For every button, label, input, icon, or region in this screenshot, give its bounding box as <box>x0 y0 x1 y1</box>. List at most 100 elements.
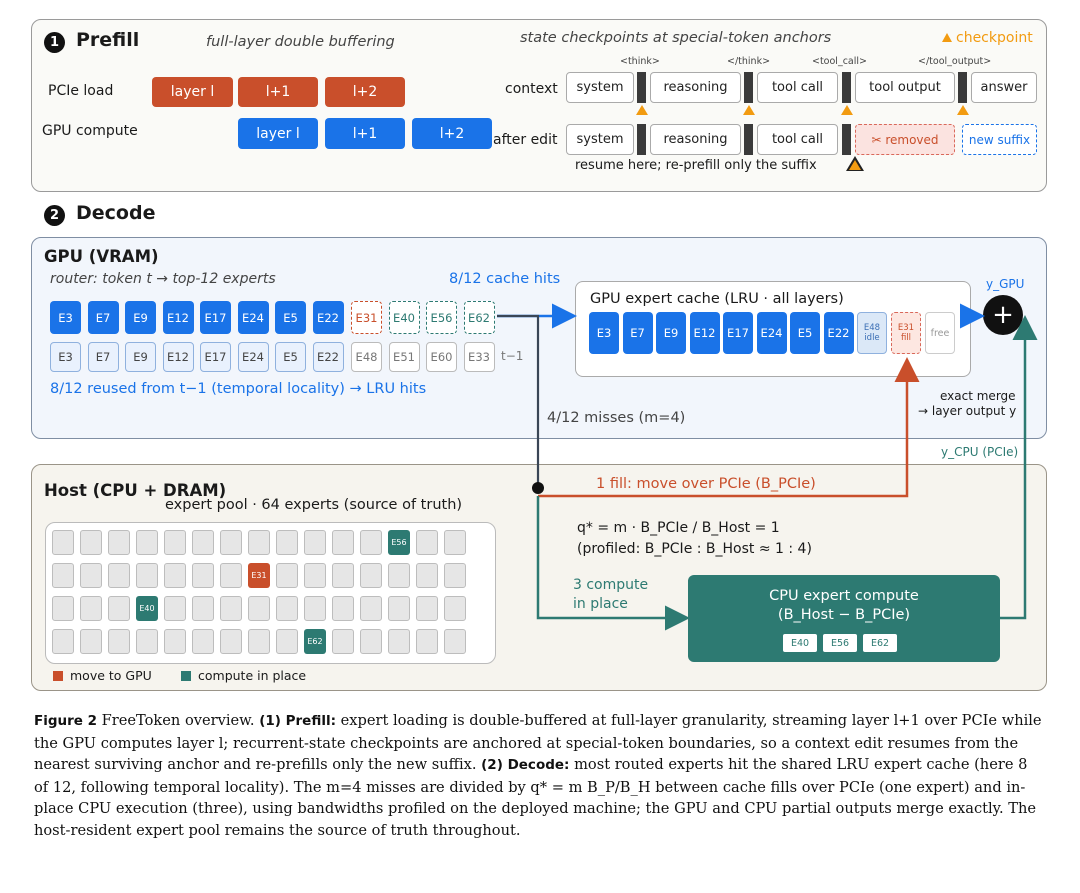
prev-other-expert-1: E51 <box>388 342 420 372</box>
pool-cell <box>108 563 130 588</box>
legend-move-swatch <box>53 671 63 681</box>
pool-cell <box>80 596 102 621</box>
pool-cell <box>220 596 242 621</box>
merge-note-2: → layer output y <box>918 404 1017 418</box>
cache-idle-label: E48 idle <box>863 323 881 343</box>
pool-cell-highlight: E56 <box>388 530 410 555</box>
cache-fill-label: E31 fill <box>897 323 915 343</box>
pool-cell <box>388 563 410 588</box>
reuse-note: 8/12 reused from t−1 (temporal locality)… <box>50 381 427 397</box>
gpu-block-2: l+2 <box>412 118 492 149</box>
cpu-compute-title-1: CPU expert compute <box>769 588 919 604</box>
checkpoint-legend-label: checkpoint <box>956 30 1033 46</box>
pool-cell <box>360 629 382 654</box>
cache-expert-6: E5 <box>790 312 820 354</box>
caption-decode-text: most routed experts hit the shared LRU e… <box>34 756 1037 839</box>
pool-cell <box>192 563 214 588</box>
checkpoint-icon-0 <box>636 105 648 115</box>
routed-hot-expert-4: E17 <box>200 301 231 334</box>
fill-note: 1 fill: move over PCIe (B_PCIe) <box>596 476 816 492</box>
caption-decode-head: (2) Decode: <box>481 757 570 773</box>
routed-hot-expert-1: E7 <box>87 301 119 334</box>
y-gpu-label: y_GPU <box>986 277 1025 291</box>
context-seg-tooloutput: tool output <box>855 72 955 103</box>
legend-move-label: move to GPU <box>70 668 152 683</box>
pool-cell <box>164 563 186 588</box>
cache-hits-note: 8/12 cache hits <box>449 271 561 287</box>
routed-hot-expert-5: E24 <box>237 301 269 334</box>
context-seg-system: system <box>566 72 634 103</box>
pool-cell <box>220 629 242 654</box>
cpu-compute-title-2: (B_Host − B_PCIe) <box>777 607 911 623</box>
checkpoint-icon-3 <box>957 105 969 115</box>
pool-cell-highlight: E62 <box>304 629 326 654</box>
legend-compute-label: compute in place <box>198 668 307 683</box>
context-sep-0 <box>637 72 646 103</box>
prev-hot-expert-5: E24 <box>237 342 269 372</box>
routed-hot-expert-2: E9 <box>125 301 156 334</box>
qstar-formula: q* = m · B_PCIe / B_Host = 1 <box>577 520 780 536</box>
pcie-block-1: l+1 <box>238 77 318 107</box>
pool-cell <box>276 563 298 588</box>
pool-cell-highlight: E31 <box>248 563 270 588</box>
pool-cell <box>80 563 102 588</box>
pool-cell <box>192 629 214 654</box>
pool-cell <box>220 530 242 555</box>
prefill-title: Prefill <box>76 29 140 51</box>
after-sep-1 <box>744 124 753 155</box>
removed-segment: ✂ removed <box>855 124 955 155</box>
routed-miss-expert-3: E62 <box>463 301 495 334</box>
pool-cell <box>220 563 242 588</box>
context-seg-toolcall: tool call <box>757 72 838 103</box>
compute-note-2: in place <box>573 596 628 612</box>
pcie-load-label: PCIe load <box>48 83 114 99</box>
checkpoint-icon-1 <box>743 105 755 115</box>
pool-cell <box>108 596 130 621</box>
tag-tool-call: <tool_call> <box>812 56 867 67</box>
pool-cell <box>164 596 186 621</box>
routed-miss-expert-2: E56 <box>426 301 457 334</box>
after-sep-2 <box>842 124 851 155</box>
tag-tool-output: </tool_output> <box>918 56 992 67</box>
prev-hot-expert-1: E7 <box>87 342 119 372</box>
pool-cell <box>444 530 466 555</box>
gpu-cache-title: GPU expert cache (LRU · all layers) <box>590 291 844 307</box>
prev-hot-expert-4: E17 <box>200 342 231 372</box>
pool-cell <box>248 530 270 555</box>
merge-note-1: exact merge <box>940 389 1016 403</box>
tag-think-close: </think> <box>727 56 771 67</box>
prev-other-expert-2: E60 <box>426 342 457 372</box>
prev-hot-expert-2: E9 <box>125 342 156 372</box>
context-label: context <box>505 81 558 97</box>
after-seg-system: system <box>566 124 634 155</box>
resume-note: resume here; re-prefill only the suffix <box>575 158 817 173</box>
context-sep-2 <box>842 72 851 103</box>
pool-cell <box>416 629 438 654</box>
routed-hot-expert-6: E5 <box>275 301 306 334</box>
new-suffix-segment: new suffix <box>962 124 1037 155</box>
checkpoint-legend-icon <box>942 33 952 42</box>
router-note: router: token t → top-12 experts <box>50 271 276 287</box>
cache-fill-slot: E31 fill <box>891 312 921 354</box>
pool-cell <box>444 596 466 621</box>
gpu-block-1: l+1 <box>325 118 405 149</box>
cache-expert-4: E17 <box>723 312 753 354</box>
cache-idle-slot: E48 idle <box>857 312 887 354</box>
y-cpu-label: y_CPU (PCIe) <box>941 445 1019 459</box>
pool-cell <box>248 596 270 621</box>
cache-expert-2: E9 <box>656 312 686 354</box>
pool-cell <box>388 629 410 654</box>
pool-cell <box>388 596 410 621</box>
pool-cell <box>248 629 270 654</box>
prev-hot-expert-7: E22 <box>312 342 344 372</box>
pool-cell <box>108 530 130 555</box>
resume-checkpoint-icon-inner <box>849 160 861 170</box>
pool-cell-highlight: E40 <box>136 596 158 621</box>
routed-miss-expert-1: E40 <box>388 301 420 334</box>
compute-note-1: 3 compute <box>573 577 649 593</box>
pool-cell <box>136 563 158 588</box>
context-seg-answer: answer <box>971 72 1037 103</box>
cpu-chip-2: E62 <box>863 634 897 652</box>
gpu-panel-title: GPU (VRAM) <box>44 247 159 266</box>
cache-expert-3: E12 <box>689 312 720 354</box>
